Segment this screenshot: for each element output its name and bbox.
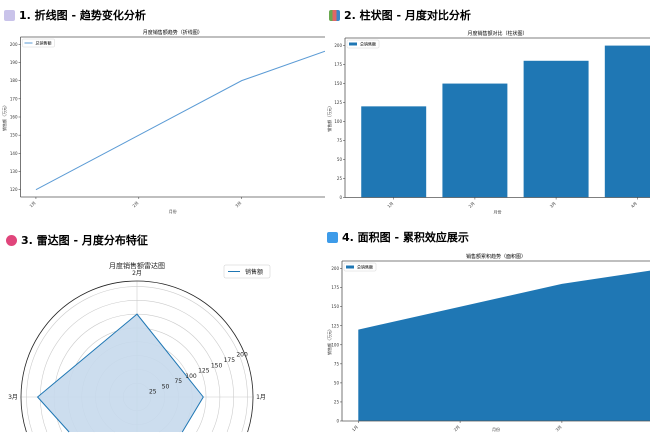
y-tick-label: 25 [337, 176, 343, 181]
series-line [35, 50, 325, 191]
wave-icon [327, 231, 338, 243]
x-tick-label: 1月 [28, 200, 36, 208]
legend-label: 总销售额 [360, 41, 376, 47]
y-tick-label: 50 [337, 157, 343, 162]
angular-tick-label: 3月 [8, 394, 18, 401]
y-tick-label: 190 [10, 60, 18, 65]
x-tick-label: 2月 [131, 200, 139, 208]
y-tick-label: 150 [331, 304, 339, 309]
y-tick-label: 175 [334, 62, 342, 67]
radar-outline [36, 313, 204, 433]
bar-chart: 月度销售额对比（柱状图） 0 25 50 75 100 125 150 175 200 1月 2月 3月… [326, 30, 650, 215]
bar-chart-icon [329, 9, 340, 21]
y-tick-label: 50 [334, 380, 340, 385]
radial-tick-label: 50 [162, 383, 170, 390]
radial-tick-label: 200 [236, 352, 248, 359]
radar-frame [20, 280, 254, 433]
y-tick-label: 175 [331, 285, 339, 290]
legend-box [343, 262, 377, 272]
y-tick-label: 75 [334, 361, 340, 366]
y-axis-label: 销售额（万元） [326, 104, 332, 132]
x-tick-label: 3月 [554, 424, 562, 432]
bar-1月 [361, 106, 427, 198]
x-tick-label: 1月 [351, 424, 359, 432]
y-tick-label: 130 [10, 169, 18, 174]
y-tick-label: 200 [10, 42, 18, 47]
x-axis-label: 月份 [169, 208, 177, 214]
legend-box [22, 38, 55, 48]
x-axis-label: 月份 [494, 209, 502, 215]
legend-label: 销售额 [245, 268, 263, 276]
bar-4月 [604, 45, 650, 198]
y-tick-label: 0 [336, 419, 339, 424]
y-tick-label: 200 [334, 43, 342, 48]
legend-label: 总销售额 [36, 40, 52, 46]
heading-text: 1. 折线图 - 趋势变化分析 [19, 9, 146, 22]
y-tick-label: 125 [331, 323, 339, 328]
radial-tick-label: 150 [211, 362, 223, 369]
y-tick-label: 25 [334, 399, 340, 404]
angular-tick-label: 2月 [132, 270, 142, 277]
legend-label: 总销售额 [357, 264, 373, 270]
y-tick-label: 120 [10, 187, 18, 192]
area-chart: 销售额累积趋势（面积图） 0 25 50 75 100 125 150 175 200 1月 2月 3月… [326, 253, 650, 432]
bar-3月 [523, 60, 589, 198]
y-tick-label: 0 [339, 195, 342, 200]
y-axis-label: 销售额（万元） [326, 327, 332, 355]
section-heading-bar: 2. 柱状图 - 月度对比分析 [329, 7, 471, 23]
line-chart: 月度销售额趋势（折线图） 120 130 140 150 160 170 180 190 200 1… [1, 29, 325, 214]
section-heading-radar: 3. 雷达图 - 月度分布特征 [6, 232, 148, 248]
chart-increasing-icon [4, 9, 15, 21]
x-tick-label: 2月 [453, 424, 461, 432]
x-tick-label: 1月 [386, 201, 394, 209]
radial-tick-label: 100 [185, 373, 197, 380]
y-tick-label: 170 [10, 96, 18, 101]
y-tick-label: 140 [10, 151, 18, 156]
legend-box [346, 39, 380, 49]
heading-text: 4. 面积图 - 累积效应展示 [342, 231, 469, 244]
chart-title: 月度销售额对比（柱状图） [467, 30, 527, 37]
chart-title: 月度销售额雷达图 [109, 261, 165, 270]
y-axis-label: 销售额（万元） [1, 103, 7, 131]
y-tick-label: 100 [334, 119, 342, 124]
heading-text: 3. 雷达图 - 月度分布特征 [21, 234, 148, 247]
area-fill [358, 270, 650, 421]
y-tick-label: 125 [334, 100, 342, 105]
x-tick-label: 3月 [549, 201, 557, 209]
radial-tick-label: 125 [198, 368, 210, 375]
y-tick-label: 150 [334, 81, 342, 86]
y-tick-label: 200 [331, 266, 339, 271]
chart-title: 销售额累积趋势（面积图） [466, 253, 526, 260]
x-tick-label: 2月 [467, 201, 475, 209]
heading-text: 2. 柱状图 - 月度对比分析 [344, 9, 471, 22]
radar-area [37, 314, 204, 432]
section-heading-area: 4. 面积图 - 累积效应展示 [327, 229, 469, 245]
radial-tick-label: 25 [149, 389, 157, 396]
legend-box [223, 264, 271, 279]
x-tick-label: 3月 [234, 200, 242, 208]
y-tick-label: 100 [331, 342, 339, 347]
x-tick-label: 4月 [630, 201, 638, 209]
radial-tick-label: 175 [224, 357, 236, 364]
y-tick-label: 180 [10, 78, 18, 83]
y-tick-label: 75 [337, 138, 343, 143]
target-icon [6, 234, 17, 246]
bar-2月 [442, 83, 508, 198]
angular-tick-label: 1月 [256, 394, 266, 401]
chart-title: 月度销售额趋势（折线图） [143, 29, 203, 36]
legend-swatch [346, 265, 354, 269]
radial-tick-label: 75 [174, 378, 182, 385]
section-heading-line: 1. 折线图 - 趋势变化分析 [4, 7, 146, 23]
legend-swatch [349, 42, 357, 46]
x-axis-label: 月份 [492, 426, 500, 432]
y-tick-label: 150 [10, 133, 18, 138]
y-tick-label: 160 [10, 115, 18, 120]
